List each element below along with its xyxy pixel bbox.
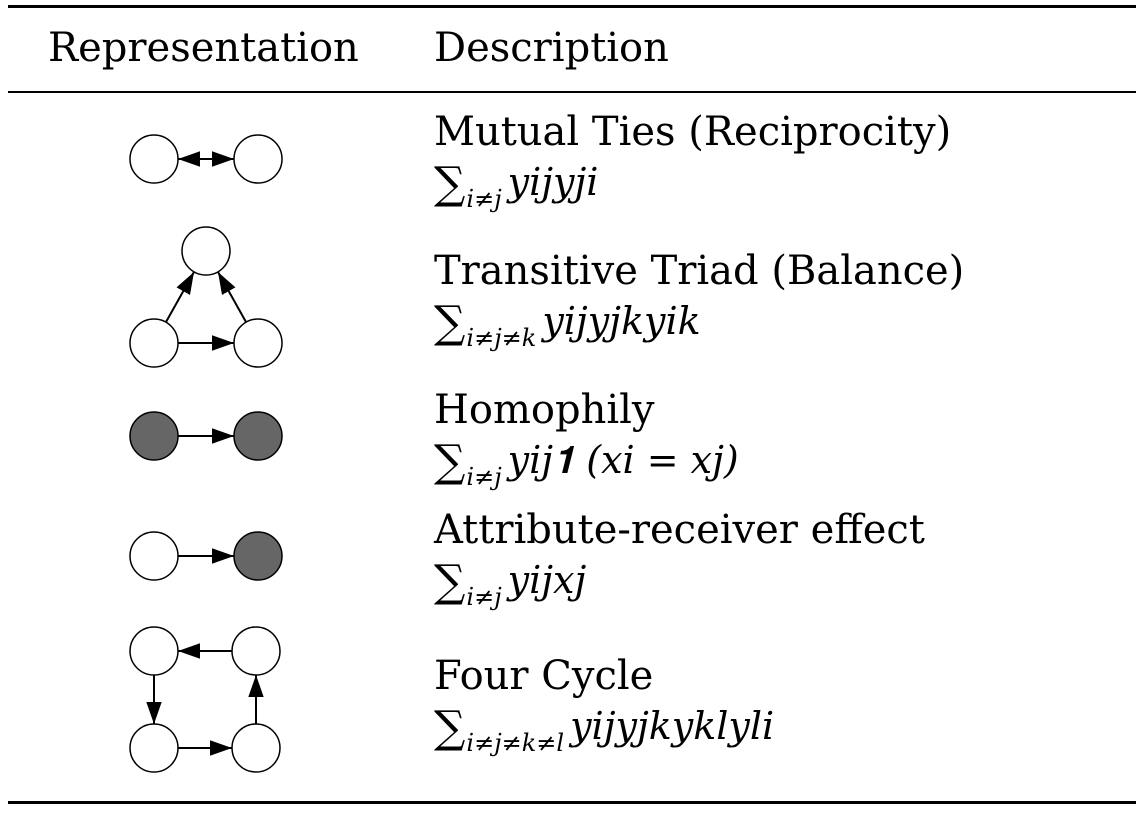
- formula-terms: yijyji: [507, 160, 599, 204]
- node-empty: [129, 318, 179, 368]
- row-name: Attribute-receiver effect: [434, 507, 925, 553]
- node-empty: [181, 226, 231, 276]
- node-empty: [129, 531, 179, 581]
- sum-subscript: i≠j≠k≠l: [466, 729, 565, 757]
- sum-subscript: i≠j: [466, 185, 502, 213]
- header-representation: Representation: [48, 25, 359, 71]
- bottom-rule: [8, 801, 1136, 804]
- node-empty: [129, 626, 179, 676]
- sum-symbol: ∑: [434, 556, 466, 607]
- header-description: Description: [434, 25, 669, 71]
- edge-arrow: [165, 271, 195, 323]
- diagram-mutual-ties: [129, 134, 283, 184]
- sum-symbol: ∑: [434, 702, 466, 753]
- node-empty: [231, 626, 281, 676]
- diagram-transitive-triad: [129, 226, 283, 368]
- formula-terms: yijyjkyklyli: [570, 704, 775, 748]
- node-filled: [233, 411, 283, 461]
- formula-terms: yijyjkyik: [542, 299, 701, 343]
- diagram-attribute-receiver: [129, 531, 283, 581]
- header-rule: [8, 91, 1136, 93]
- row-name: Four Cycle: [434, 653, 654, 699]
- node-empty: [233, 134, 283, 184]
- diagram-four-cycle: [129, 626, 281, 773]
- node-empty: [129, 723, 179, 773]
- sum-subscript: i≠j≠k: [466, 324, 537, 352]
- sum-symbol: ∑: [434, 297, 466, 348]
- sum-subscript: i≠j: [466, 583, 502, 611]
- top-rule: [8, 5, 1136, 8]
- node-empty: [233, 318, 283, 368]
- row-name: Homophily: [434, 387, 655, 433]
- node-empty: [129, 134, 179, 184]
- sum-subscript: i≠j: [466, 463, 502, 491]
- row-name: Transitive Triad (Balance): [434, 248, 965, 294]
- sum-symbol: ∑: [434, 158, 466, 209]
- row-name: Mutual Ties (Reciprocity): [434, 109, 952, 155]
- formula-terms: yijxj: [507, 558, 587, 602]
- edge-arrow: [217, 271, 247, 323]
- diagram-homophily: [129, 411, 283, 461]
- node-filled: [233, 531, 283, 581]
- node-filled: [129, 411, 179, 461]
- node-empty: [231, 723, 281, 773]
- sum-symbol: ∑: [434, 436, 466, 487]
- formula-terms: yij𝟏 (xi = xj): [507, 438, 739, 482]
